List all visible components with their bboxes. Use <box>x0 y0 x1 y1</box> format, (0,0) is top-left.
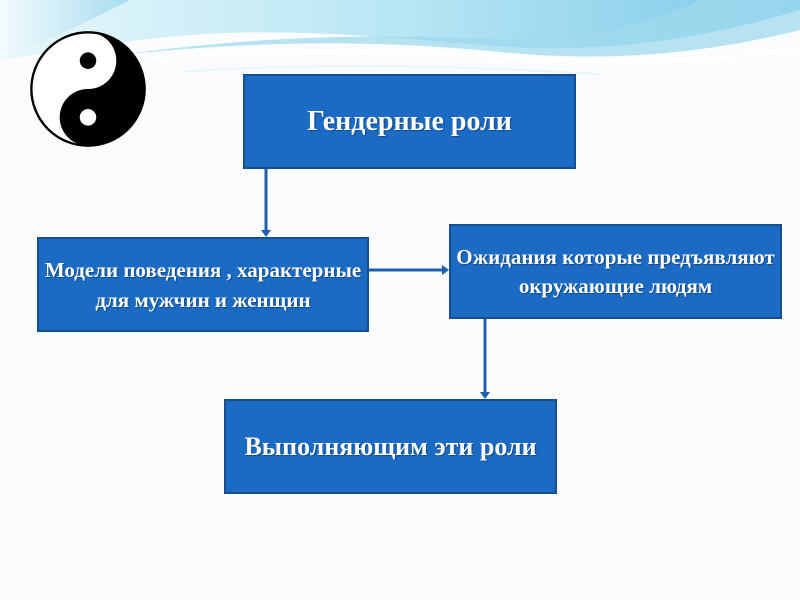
arrow-head-top-to-left <box>261 230 271 237</box>
arrow-head-right-to-bottom <box>480 392 490 399</box>
gender-roles-box: Гендерные роли <box>243 74 576 169</box>
role-performers-text: Выполняющим эти роли <box>244 432 537 461</box>
behavior-models-text: Модели поведения , характерные для мужчи… <box>44 257 362 312</box>
expectations-text: Ожидания которые предъявляют окружающие … <box>456 244 775 298</box>
role-performers-box: Выполняющим эти роли <box>224 399 557 494</box>
gender-roles-title: Гендерные роли <box>307 105 512 137</box>
yin-yang-icon <box>30 31 146 147</box>
expectations-box: Ожидания которые предъявляют окружающие … <box>449 224 782 319</box>
behavior-models-box: Модели поведения , характерные для мужчи… <box>37 237 369 332</box>
arrow-head-left-to-right <box>442 265 449 275</box>
